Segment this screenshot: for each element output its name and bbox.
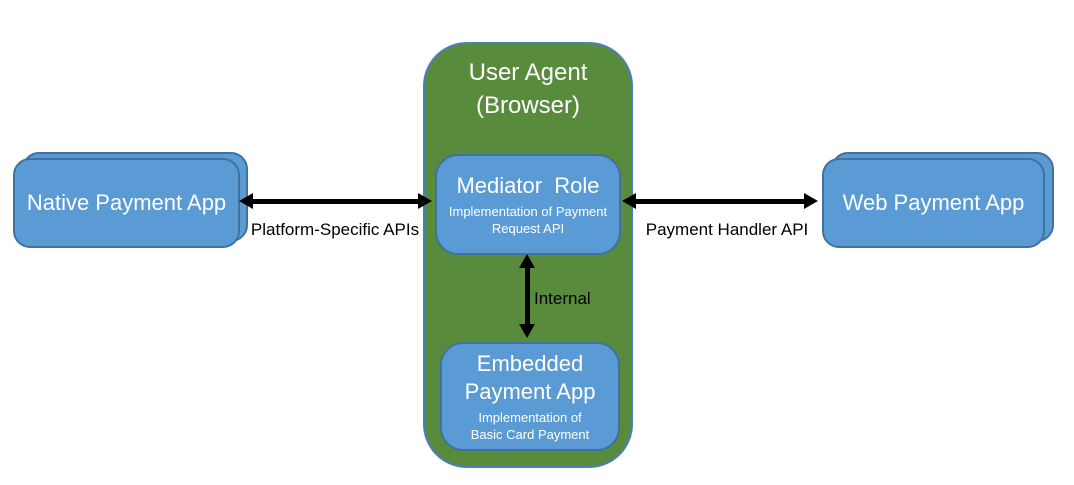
mediator-role-box: Mediator Role Implementation of Payment … [435, 154, 621, 255]
embedded-payment-app-title: Embedded Payment App [464, 351, 596, 404]
native-payment-app-box: Native Payment App [13, 158, 240, 248]
arrow-shaft [525, 266, 530, 326]
native-payment-app-label: Native Payment App [26, 190, 227, 215]
user-agent-title-wrap: User Agent (Browser) [425, 56, 631, 122]
mediator-role-subtitle: Implementation of Payment Request API [448, 204, 608, 236]
arrow-shaft [251, 199, 420, 204]
embedded-payment-app-subtitle: Implementation of Basic Card Payment [470, 410, 590, 442]
arrowhead-right-icon [418, 193, 432, 209]
arrowhead-down-icon [519, 324, 535, 338]
web-payment-app-box: Web Payment App [822, 158, 1045, 248]
payment-handler-api-label: Payment Handler API [645, 220, 809, 239]
arrow-shaft [634, 199, 806, 204]
arrowhead-left-icon [239, 193, 253, 209]
embedded-payment-app-box: Embedded Payment App Implementation of B… [440, 342, 620, 451]
platform-specific-apis-label: Platform-Specific APIs [250, 220, 420, 239]
arrowhead-left-icon [622, 193, 636, 209]
user-agent-title: User Agent (Browser) [468, 59, 588, 119]
arrowhead-right-icon [804, 193, 818, 209]
arrow-mediator-to-web [622, 193, 818, 210]
internal-label: Internal [534, 289, 591, 308]
arrow-native-to-mediator [239, 193, 432, 210]
mediator-role-title: Mediator Role [456, 173, 600, 198]
arrow-mediator-to-embedded [519, 254, 536, 338]
arrowhead-up-icon [519, 254, 535, 268]
web-payment-app-label: Web Payment App [842, 190, 1025, 215]
